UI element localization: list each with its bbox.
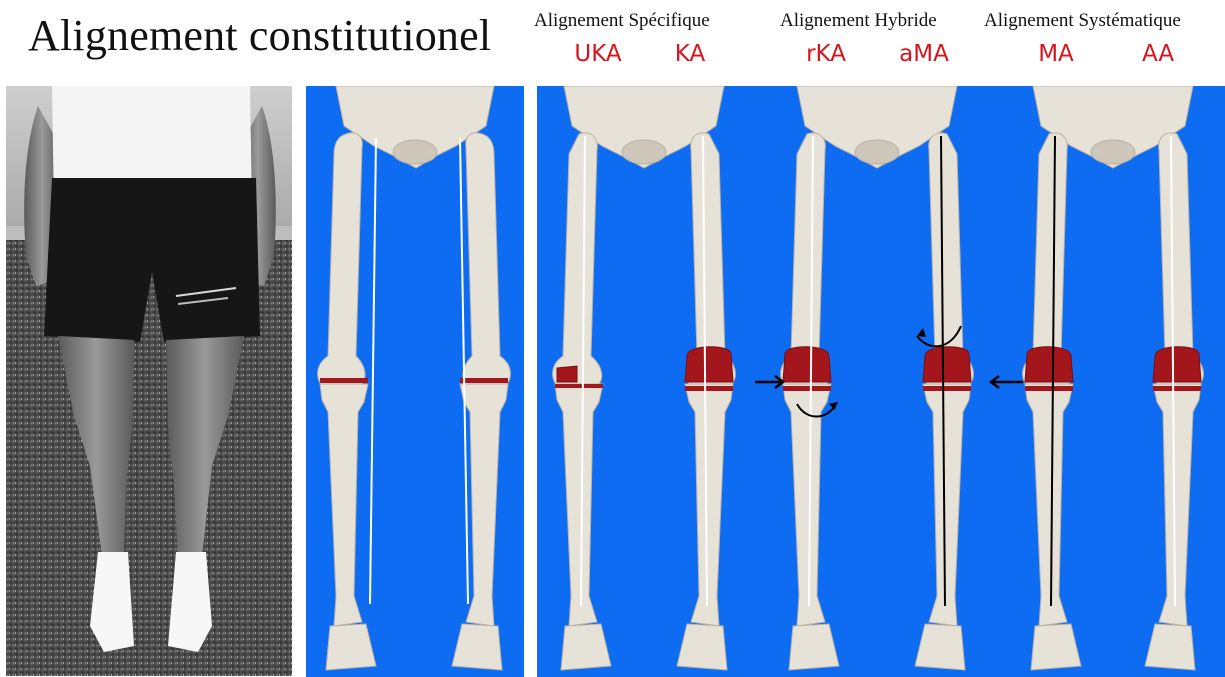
- femoral-implant: [685, 347, 733, 382]
- femoral-implant: [1025, 347, 1073, 382]
- label-ma: MA: [1038, 41, 1074, 67]
- tibial-implant: [1153, 386, 1201, 391]
- label-rka: rKA: [806, 41, 846, 67]
- tibial-implant: [685, 386, 733, 391]
- arrow-left-icon: [991, 376, 1023, 388]
- label-uka: UKA: [574, 41, 621, 67]
- tibial-implant: [783, 386, 831, 391]
- main-title: Alignement constitutionel: [28, 10, 491, 61]
- arrow-right-icon: [755, 376, 783, 388]
- alignment-strategies-panel: [537, 86, 1225, 677]
- native-alignment-panel: [306, 86, 524, 677]
- native-leg-right-side: [318, 133, 376, 670]
- tibial-implant: [923, 386, 971, 391]
- label-ama: aMA: [899, 41, 949, 67]
- group-title-specific: Alignement Spécifique: [534, 10, 710, 32]
- group-title-hybrid: Alignement Hybride: [780, 10, 937, 32]
- group-title-systematic: Alignement Systématique: [984, 10, 1181, 32]
- tibial-joint-line: [555, 384, 603, 388]
- tibial-implant: [1025, 386, 1073, 391]
- mechanical-axis-line: [370, 138, 376, 604]
- femoral-implant: [783, 347, 831, 382]
- label-aa: AA: [1142, 41, 1174, 67]
- unicompartmental-implant: [557, 366, 577, 382]
- label-ka: KA: [675, 41, 705, 67]
- femoral-implant: [1153, 347, 1201, 382]
- patient-photo: [6, 86, 292, 676]
- femoral-implant: [923, 347, 971, 382]
